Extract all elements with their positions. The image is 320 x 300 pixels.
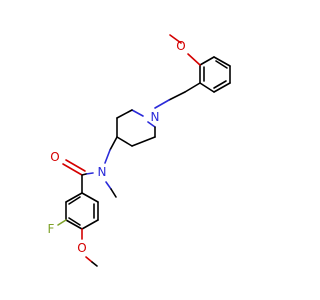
bond	[110, 188, 117, 198]
bond	[65, 192, 83, 203]
bond	[109, 136, 118, 151]
bond-n-c	[85, 172, 94, 175]
bond	[81, 192, 99, 203]
bond	[199, 56, 215, 66]
atom-nitrogen-piperidine: N	[151, 110, 160, 124]
bond-double-inner	[68, 196, 81, 205]
bond	[199, 82, 215, 93]
bond-c-o	[187, 53, 201, 66]
bond	[81, 219, 99, 230]
atom-oxygen-carbonyl: O	[50, 150, 59, 164]
bond-n-c	[147, 121, 156, 128]
atom-fluorine: F	[48, 222, 55, 236]
bond-c-f	[57, 219, 67, 226]
structure-canvas: O N N O F O	[48, 34, 231, 267]
bond	[131, 136, 156, 147]
piperidine-ring	[116, 109, 156, 147]
bond-o-methyl	[169, 34, 182, 44]
bond-n-methyl	[105, 181, 112, 190]
molecule-diagram: O N N O F O	[48, 34, 231, 267]
fluoro-methoxy-benzene-ring	[65, 192, 99, 230]
bond	[184, 82, 201, 93]
bond-c-o-double	[65, 159, 86, 172]
bond-c-o-double	[62, 163, 83, 176]
atom-oxygen-methoxy-bottom: O	[77, 241, 86, 255]
methoxyphenyl-ring	[199, 56, 231, 93]
bond	[116, 136, 133, 147]
bond	[65, 219, 83, 230]
bond	[116, 109, 133, 119]
bond-double-inner	[68, 217, 81, 226]
bond-c-n	[154, 99, 170, 109]
bond-double-inner	[215, 60, 228, 69]
bond	[91, 261, 98, 267]
bond-double-inner	[213, 80, 227, 89]
atom-oxygen-methoxy-top: O	[176, 39, 185, 53]
bond-o-methyl	[85, 256, 93, 263]
bond	[213, 56, 231, 67]
bond	[213, 82, 231, 93]
bond-n-c	[131, 109, 144, 117]
atom-nitrogen-amide: N	[98, 165, 107, 179]
bond-c-n	[104, 149, 111, 164]
bond	[168, 91, 186, 101]
